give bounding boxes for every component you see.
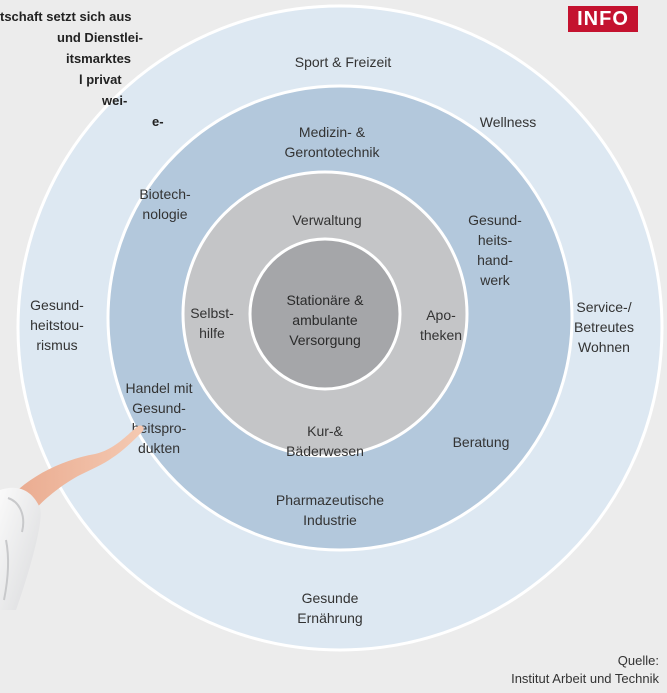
- label-selbsthilfe: Selbst- hilfe: [190, 305, 234, 341]
- label-pharmaindustrie: Pharmazeutische Industrie: [275, 492, 385, 528]
- intro-line: e-: [152, 114, 164, 129]
- label-apotheken: Apo- theken: [419, 307, 463, 343]
- intro-text: tschaft setzt sich aus und Dienstlei- it…: [0, 6, 175, 132]
- source-credit: Quelle: Institut Arbeit und Technik: [511, 653, 659, 686]
- intro-line: tschaft setzt sich aus: [0, 9, 132, 24]
- label-medizintechnik: Medizin- & Gerontotechnik: [284, 124, 380, 160]
- label-biotechnologie: Biotech- nologie: [139, 186, 191, 222]
- label-gesunde-ernaehrung: Gesunde Ernährung: [297, 590, 363, 626]
- intro-line: wei-: [102, 93, 128, 108]
- intro-line: l privat: [79, 72, 122, 87]
- label-handel-gesundheitsprodukte: Handel mit Gesund- heitspro- dukten: [125, 380, 193, 456]
- label-verwaltung: Verwaltung: [292, 212, 362, 228]
- label-gesundheitshandwerk: Gesund- heits- hand- werk: [468, 212, 522, 288]
- label-wellness: Wellness: [479, 114, 537, 130]
- intro-line: itsmarktes: [66, 51, 132, 66]
- label-gesundheitstourismus: Gesund- heitstou- rismus: [30, 297, 84, 353]
- intro-line: und Dienstlei-: [57, 30, 143, 45]
- info-badge: INFO: [568, 6, 638, 32]
- label-betreutes-wohnen: Service-/ Betreutes Wohnen: [574, 299, 634, 355]
- core-circle: [248, 237, 402, 391]
- label-versorgung: Stationäre & ambulante Versorgung: [286, 292, 364, 348]
- hand-illustration: [0, 425, 144, 610]
- label-kur-baederwesen: Kur-& Bäderwesen: [286, 423, 364, 459]
- label-sport-freizeit: Sport & Freizeit: [294, 54, 392, 70]
- label-beratung: Beratung: [452, 434, 510, 450]
